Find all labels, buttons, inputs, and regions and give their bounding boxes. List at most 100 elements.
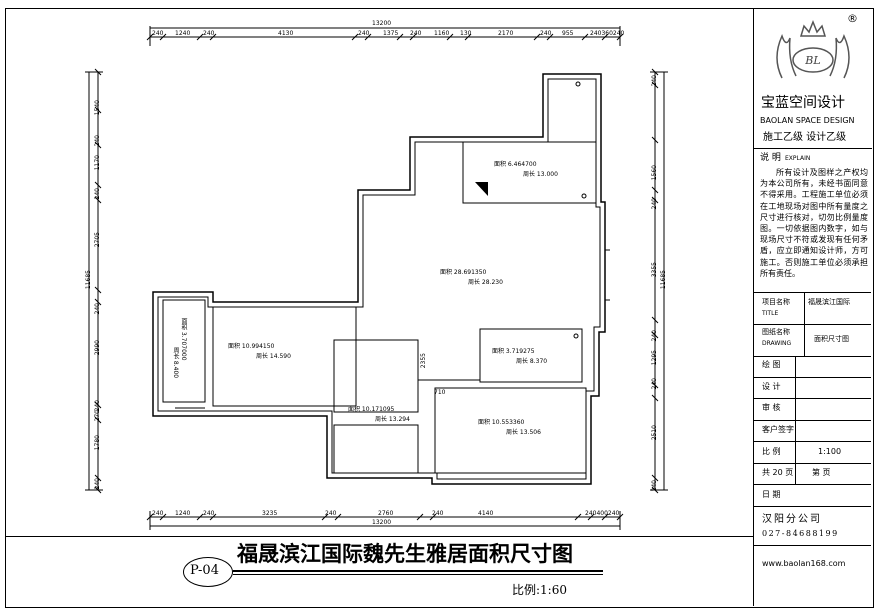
tb-row-divider: [753, 377, 871, 378]
dimension-tick: [364, 33, 372, 41]
dimension-tick: [146, 513, 154, 521]
dimension-tick: [209, 33, 217, 41]
dimension-tick: [351, 33, 359, 41]
dimension-label: 4140: [478, 510, 494, 517]
dimension-label: 240: [651, 75, 658, 87]
dimension-tick: [601, 33, 609, 41]
dimension-tick: [94, 298, 102, 306]
room-area: 面积 10.994150: [228, 343, 275, 350]
left-total-dim: 11685: [85, 270, 92, 290]
dimension-tick: [651, 136, 659, 144]
dimension-tick: [94, 474, 102, 482]
small-dim: 2355: [420, 353, 427, 369]
tb-divider: [753, 148, 872, 149]
dimension-tick: [581, 33, 589, 41]
drawing-value: 面积尺寸图: [814, 335, 849, 343]
drawing-label-en: DRAWING: [762, 340, 792, 347]
dimension-tick: [396, 33, 404, 41]
dimension-tick: [94, 196, 102, 204]
branch-phone: 027-84688199: [762, 529, 839, 538]
dimension-tick: [651, 68, 659, 76]
dimension-label: 240: [651, 480, 658, 492]
dimension-tick: [616, 513, 624, 521]
company-grade: 施工乙级 设计乙级: [763, 132, 847, 143]
dimension-label: 2170: [498, 30, 514, 37]
tb-row-divider: [753, 441, 871, 442]
dimension-label: 1240: [175, 30, 191, 37]
room-perimeter: 周长 8.400: [172, 347, 179, 379]
page-code: P-04: [190, 563, 219, 578]
room-perimeter: 周长 14.590: [256, 353, 291, 360]
title-label-en: TITLE: [762, 310, 779, 317]
dimension-label: 1375: [383, 30, 399, 37]
dimension-tick: [94, 416, 102, 424]
dimension-label: 240360240: [590, 30, 625, 37]
explain-heading: 说 明: [760, 153, 781, 163]
drawing-title: 福晟滨江国际魏先生雅居面积尺寸图: [237, 541, 573, 566]
tb-row-divider: [753, 420, 871, 421]
company-name-en: BAOLAN SPACE DESIGN: [760, 116, 855, 125]
drawing-label: 图纸名称: [762, 328, 790, 336]
registered-mark: ®: [847, 12, 858, 25]
tb-row-label: 设 计: [762, 382, 781, 391]
dimension-tick: [94, 141, 102, 149]
dimension-tick: [416, 513, 424, 521]
dimension-tick: [94, 486, 102, 494]
tb-row-divider: [753, 292, 871, 293]
dimension-label: 2510: [651, 425, 658, 441]
dimension-tick: [651, 394, 659, 402]
title-value: 福晟滨江国际: [808, 298, 850, 306]
room-area: 面积 3.719275: [492, 348, 535, 355]
date-label: 日 期: [762, 490, 781, 499]
dimension-label: 3355: [651, 262, 658, 278]
tb-row-divider: [753, 484, 871, 485]
dimension-label: 1540: [94, 100, 101, 116]
dimension-tick: [94, 286, 102, 294]
room-perimeter: 周长 28.230: [468, 279, 503, 286]
tb-row-divider: [753, 324, 871, 325]
dimension-label: 955: [562, 30, 574, 37]
dimension-label: 2990: [94, 340, 101, 356]
dimension-label: 240: [410, 30, 422, 37]
dimension-label: 240: [651, 198, 658, 210]
dimension-label: 240: [203, 510, 215, 517]
tb-row-divider: [753, 398, 871, 399]
dimension-label: 1560: [651, 165, 658, 181]
room-area: 面积 3.707000: [180, 318, 187, 361]
logo-crest: BL: [768, 18, 858, 88]
room-perimeter: 周长 13.000: [523, 171, 558, 178]
title-underline: [233, 574, 603, 575]
dimension-label: 240: [94, 478, 101, 490]
tb-row-divider: [753, 356, 871, 357]
dimension-label: 1160: [434, 30, 450, 37]
dimension-tick: [616, 33, 624, 41]
dimension-label: 1170: [94, 155, 101, 171]
room-perimeter: 周长 8.370: [516, 358, 548, 365]
dimension-tick: [196, 513, 204, 521]
dimension-label: 240: [651, 378, 658, 390]
dimension-label: 2760: [378, 510, 394, 517]
dimension-label: 240: [325, 510, 337, 517]
dimension-tick: [146, 33, 154, 41]
dimension-label: 1240: [175, 510, 191, 517]
footer-divider: [5, 536, 753, 537]
dimension-label: 240: [152, 30, 164, 37]
dimension-tick: [587, 513, 595, 521]
room-area: 面积 10.171095: [348, 406, 395, 413]
room-area: 面积 10.553360: [478, 419, 525, 426]
drawing-scale: 比例:1:60: [512, 583, 567, 597]
title-underline: [233, 570, 603, 572]
dimension-label: 240: [94, 188, 101, 200]
dimension-tick: [601, 513, 609, 521]
dimension-label: 1780: [94, 435, 101, 451]
dimension-tick: [209, 513, 217, 521]
dimension-tick: [651, 81, 659, 89]
dimension-tick: [651, 486, 659, 494]
tb-col-divider: [795, 356, 796, 484]
page-label: 第 页: [812, 468, 831, 477]
dimension-label: 240: [94, 303, 101, 315]
room-area: 面积 28.691350: [440, 269, 487, 276]
titleblock: [753, 8, 873, 606]
scale-value: 1:100: [818, 447, 842, 456]
company-name-cn: 宝蓝空间设计: [761, 95, 845, 111]
